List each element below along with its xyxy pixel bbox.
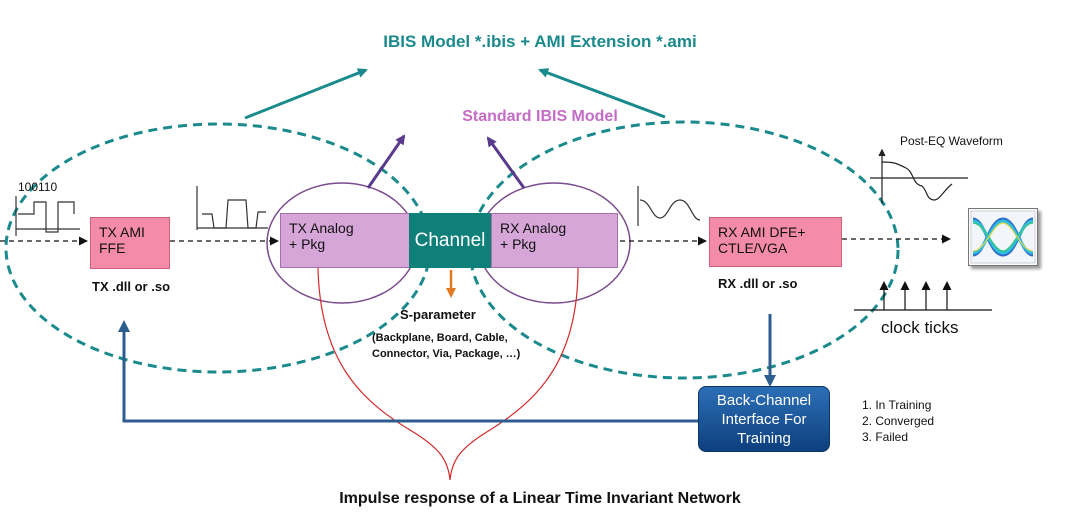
clock-ticks-label: clock ticks	[881, 318, 959, 337]
post-eq-label: Post-EQ Waveform	[900, 134, 1003, 148]
back-channel-box: Back-Channel Interface For Training	[698, 386, 830, 452]
sparam-title: S-parameter	[400, 307, 476, 322]
back-channel-line3: Training	[737, 429, 791, 447]
rx-input-waveform	[637, 186, 701, 226]
back-channel-line1: Back-Channel	[716, 391, 812, 409]
rx-analog-line2: + Pkg	[500, 236, 537, 252]
rx-ami-line1: RX AMI DFE+	[718, 224, 806, 240]
tx-analog-box: TX Analog + Pkg	[280, 213, 410, 268]
bitstream-label: 100110	[18, 180, 58, 194]
bottom-caption: Impulse response of a Linear Time Invari…	[339, 490, 741, 507]
standard-ibis-label: Standard IBIS Model	[462, 108, 618, 125]
eye-diagram	[968, 208, 1038, 266]
tx-analog-line1: TX Analog	[289, 220, 354, 236]
rx-analog-to-standard-arrow	[486, 136, 526, 189]
sparam-detail: (Backplane, Board, Cable, Connector, Via…	[372, 330, 520, 362]
sparam-detail-line1: (Backplane, Board, Cable,	[372, 332, 508, 344]
training-state-3: 3. Failed	[862, 430, 909, 444]
tx-ami-line1: TX AMI	[99, 224, 145, 240]
clock-ticks	[854, 281, 992, 311]
tx-ami-ffe-box: TX AMI FFE	[90, 217, 170, 269]
rx-lib-label: RX .dll or .so	[718, 276, 798, 291]
rx-ami-line2: CTLE/VGA	[718, 240, 788, 256]
rx-to-title-arrow	[538, 68, 666, 119]
training-states: 1. In Training 2. Converged 3. Failed	[862, 397, 934, 445]
eye-diagram-graphic	[970, 210, 1036, 264]
bitstream-waveform	[15, 196, 80, 236]
tx-analog-to-standard-arrow	[366, 134, 406, 189]
impulse-response-curves	[317, 267, 579, 481]
tx-lib-label: TX .dll or .so	[92, 279, 171, 294]
post-eq-waveform	[870, 148, 968, 204]
training-state-1: 1. In Training	[862, 398, 932, 412]
tx-ami-line2: FFE	[99, 240, 126, 256]
tx-to-title-arrow	[244, 68, 368, 120]
tx-analog-line2: + Pkg	[289, 236, 326, 252]
back-channel-feedback-path	[118, 314, 776, 423]
sparam-detail-line2: Connector, Via, Package, …)	[372, 348, 521, 360]
rx-analog-line1: RX Analog	[500, 220, 567, 236]
training-state-2: 2. Converged	[862, 414, 935, 428]
rx-ami-box: RX AMI DFE+ CTLE/VGA	[709, 217, 842, 267]
channel-box: Channel	[409, 213, 491, 268]
tx-output-waveform	[196, 186, 268, 230]
rx-analog-box: RX Analog + Pkg	[491, 213, 618, 268]
back-channel-line2: Interface For	[721, 410, 807, 428]
ibis-ami-title: IBIS Model *.ibis + AMI Extension *.ami	[383, 32, 697, 51]
